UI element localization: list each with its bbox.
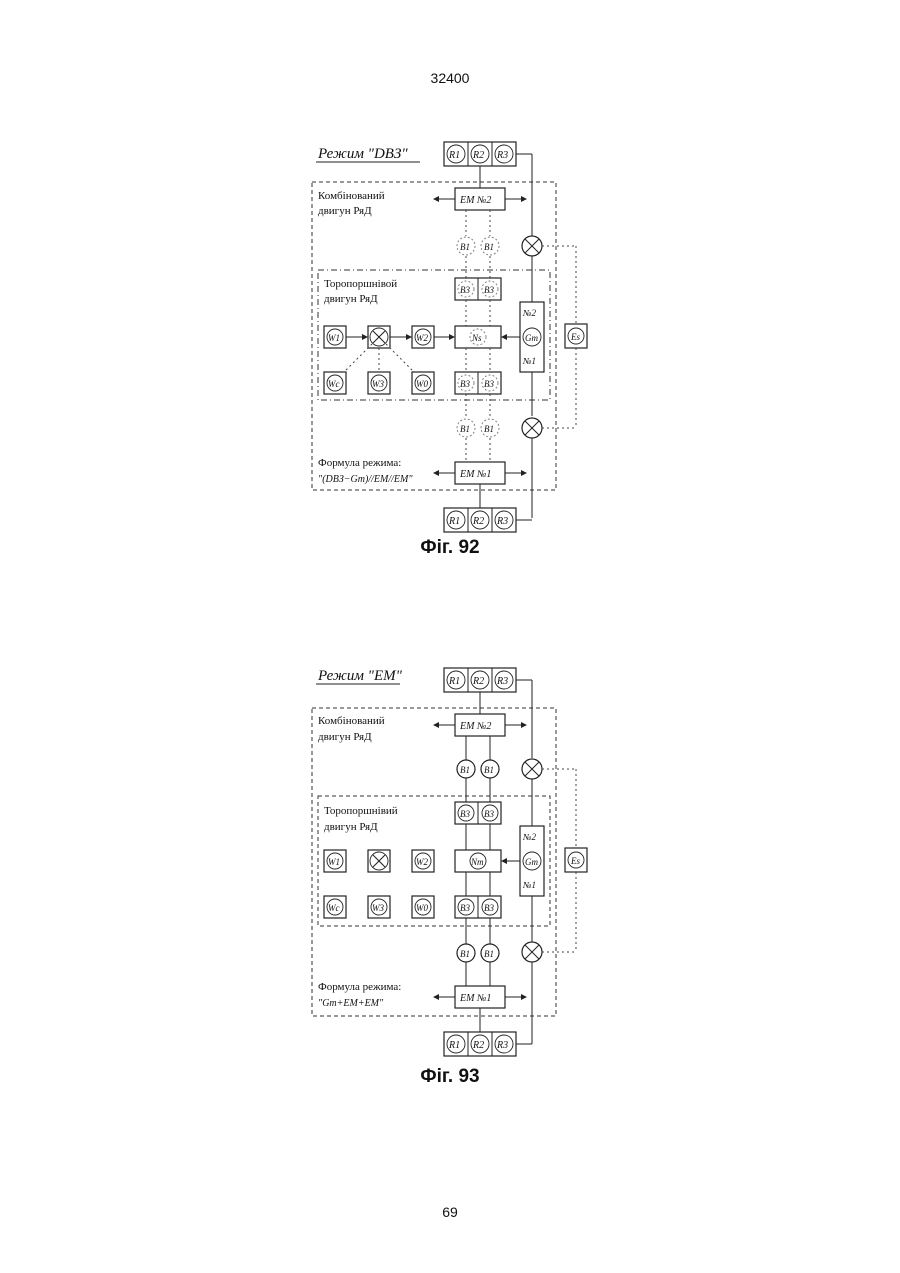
w2-label: W2 (416, 857, 428, 867)
figure-93-caption: Фіг. 93 (0, 1066, 900, 1088)
b1-bottom-right: B1 (484, 949, 494, 959)
formula-label: Формула режима: (318, 981, 401, 993)
combined-engine-label-1: Комбінований (318, 715, 385, 727)
piston-engine-label-1: Торопоршнівий (324, 805, 398, 817)
b1-top-left: B1 (460, 765, 470, 775)
b3-top-right: B3 (484, 809, 494, 819)
piston-engine-label-2: двигун РяД (324, 821, 378, 833)
r-block-top: R1 R2 R3 (444, 668, 516, 692)
w1-label: W1 (328, 857, 340, 867)
b3-bottom-right: B3 (484, 903, 494, 913)
gm-top-label: №2 (522, 832, 536, 842)
r-block-bottom: R1 R2 R3 (444, 1032, 516, 1056)
em2-label: ЕМ №2 (459, 721, 491, 732)
gm-bottom-label: №1 (522, 880, 536, 890)
nm-label: Nm (470, 857, 484, 867)
em1-label: ЕМ №1 (459, 993, 491, 1004)
wc-label: Wc (328, 903, 340, 913)
combined-engine-label-2: двигун РяД (318, 731, 372, 743)
r2-bottom-label: R2 (472, 1040, 484, 1051)
r3-bottom-label: R3 (496, 1040, 508, 1051)
formula-value: "Gm+ЕМ+ЕМ" (318, 998, 384, 1009)
w3-label: W3 (372, 903, 384, 913)
mode-title: Режим "ЕМ" (317, 668, 403, 684)
footer-page-number: 69 (0, 1204, 900, 1220)
r3-label: R3 (496, 676, 508, 687)
b1-top-right: B1 (484, 765, 494, 775)
b3-bottom-left: B3 (460, 903, 470, 913)
gm-label: Gm (525, 857, 538, 867)
r1-bottom-label: R1 (448, 1040, 460, 1051)
es-label: Es (570, 856, 580, 866)
b3-top-left: B3 (460, 809, 470, 819)
r1-label: R1 (448, 676, 460, 687)
b1-bottom-left: B1 (460, 949, 470, 959)
w0-label: W0 (416, 903, 428, 913)
r2-label: R2 (472, 676, 484, 687)
